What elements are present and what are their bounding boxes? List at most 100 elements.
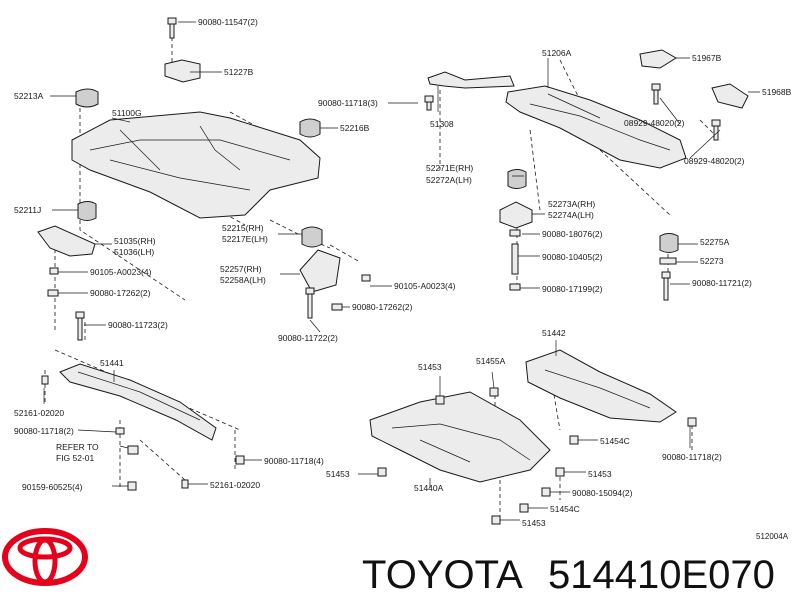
bracket-51227b-part (164, 59, 201, 83)
label-51454c-upper: 51454C (600, 436, 630, 446)
label-90080-17199: 90080-17199(2) (542, 284, 603, 294)
bolt-51455a-part (489, 387, 499, 397)
label-51968b: 51968B (762, 87, 792, 97)
label-52273: 52273 (700, 256, 724, 266)
label-51442: 51442 (542, 328, 566, 338)
bolt-90080-11718-mid-part (235, 455, 245, 465)
label-51967b: 51967B (692, 53, 722, 63)
clip-52161-right-part (181, 479, 189, 489)
cover-51442-part (525, 349, 677, 423)
bolt-51453-right-part (555, 467, 565, 477)
cover-51441-part (59, 363, 217, 441)
label-52211j: 52211J (14, 205, 41, 215)
bolt-90080-11721-part (661, 271, 671, 301)
mount-52273a-part (499, 201, 533, 229)
label-52213a: 52213A (14, 91, 44, 101)
front-crossmember-group (37, 17, 434, 341)
mount-52271e-part (507, 169, 527, 189)
mount-52213a-part (75, 88, 99, 108)
bolt-90159-part (127, 481, 137, 491)
upper-bolt-part (167, 17, 177, 39)
clip-51454c-lower-part (519, 503, 529, 513)
label-51227b: 51227B (224, 67, 254, 77)
clip-51454c-upper-part (569, 435, 579, 445)
bolt-90080-15094-part (541, 487, 551, 497)
washer-90080-17262-left-part (47, 289, 59, 297)
diagram-id-label: 512004A (756, 532, 789, 541)
rear-crossmember-group (427, 49, 760, 301)
brace-51035-part (37, 225, 96, 257)
label-90105-a0023-left: 90105-A0023(4) (90, 267, 152, 277)
bolt-08929-upper-part (651, 83, 661, 105)
label-08929-48020-upper: 08929-48020(2) (624, 118, 685, 128)
label-90080-11721: 90080-11721(2) (692, 278, 752, 288)
washer-90080-17199-part (509, 283, 521, 291)
rear-member-part (505, 85, 687, 169)
bolt-90105-right-part (361, 274, 371, 282)
label-08929-48020-lower: 08929-48020(2) (684, 156, 745, 166)
label-52272a: 52272A(LH) (426, 175, 472, 185)
label-51100g: 51100G (112, 108, 142, 118)
label-52215: 52215(RH) (222, 223, 264, 233)
front-cover-group (41, 349, 262, 491)
bracket-51968b-part (711, 83, 749, 109)
label-fig-52-01: FIG 52-01 (56, 453, 95, 463)
label-51308: 51308 (430, 119, 454, 129)
label-52161-02020-left: 52161-02020 (14, 408, 64, 418)
label-51035: 51035(RH) (114, 236, 156, 246)
clip-52161-left-part (41, 375, 49, 385)
label-refer-to: REFER TO (56, 442, 99, 452)
label-90080-11718-2-right: 90080-11718(2) (662, 452, 722, 462)
crossmember-frame-part (71, 111, 321, 219)
label-90080-18076: 90080-18076(2) (542, 229, 603, 239)
mount-52211j-part (77, 201, 97, 221)
bolt-51453-left-part (377, 467, 387, 477)
label-52273a: 52273A(RH) (548, 199, 595, 209)
washer-52273-part (659, 257, 677, 265)
label-51453-upper: 51453 (418, 362, 442, 372)
cover-51440a-part (369, 391, 551, 483)
label-52161-02020-right: 52161-02020 (210, 480, 260, 490)
bolt-90080-10405-part (511, 243, 519, 275)
bolt-51453-lower-part (491, 515, 501, 525)
bolt-08929-lower-part (711, 119, 721, 141)
label-51453-lower: 51453 (522, 518, 546, 528)
label-90159-60525: 90159-60525(4) (22, 482, 83, 492)
mount-52216b-part (299, 118, 321, 138)
callout-labels: 90080-11547(2) 51227B 52213A 51100G 9008… (14, 17, 792, 541)
bolt-51453-upper-part (435, 395, 445, 405)
label-52217e: 52217E(LH) (222, 234, 268, 244)
part-number-text: 514410E070 (548, 553, 775, 597)
label-52216b: 52216B (340, 123, 370, 133)
label-51455a: 51455A (476, 356, 506, 366)
collar-90080-18076-part (509, 229, 521, 237)
label-51454c-lower: 51454C (550, 504, 580, 514)
label-52257: 52257(RH) (220, 264, 262, 274)
label-90080-11722: 90080-11722(2) (278, 333, 338, 343)
mount-52275a-part (659, 233, 679, 253)
toyota-logo-icon (2, 528, 88, 586)
label-52274a: 52274A(LH) (548, 210, 594, 220)
bolt-90080-11718-right-part (687, 417, 697, 427)
label-51453-right: 51453 (588, 469, 612, 479)
label-90080-11723: 90080-11723(2) (108, 320, 168, 330)
bolt-90080-11722-part (305, 287, 315, 319)
label-90080-10405: 90080-10405(2) (542, 252, 603, 262)
label-90080-17262-right: 90080-17262(2) (352, 302, 413, 312)
bolt-90105-left-part (49, 267, 59, 275)
label-90080-15094: 90080-15094(2) (572, 488, 633, 498)
bolt-90080-11718-left-part (115, 427, 125, 435)
engine-covers-group (358, 340, 697, 525)
bolt-90080-11723-part (75, 311, 85, 341)
label-90080-11718-2-left: 90080-11718(2) (14, 426, 74, 436)
label-90080-17262-left: 90080-17262(2) (90, 288, 151, 298)
label-51453-left: 51453 (326, 469, 350, 479)
bolt-90080-11718-top-part (424, 95, 434, 111)
bracket-51967b-part (639, 49, 677, 69)
brand-name-text: TOYOTA (362, 553, 523, 597)
label-90080-11547: 90080-11547(2) (198, 17, 258, 27)
label-52271e: 52271E(RH) (426, 163, 473, 173)
label-90105-a0023-right: 90105-A0023(4) (394, 281, 456, 291)
bracket-52257-part (299, 249, 341, 293)
